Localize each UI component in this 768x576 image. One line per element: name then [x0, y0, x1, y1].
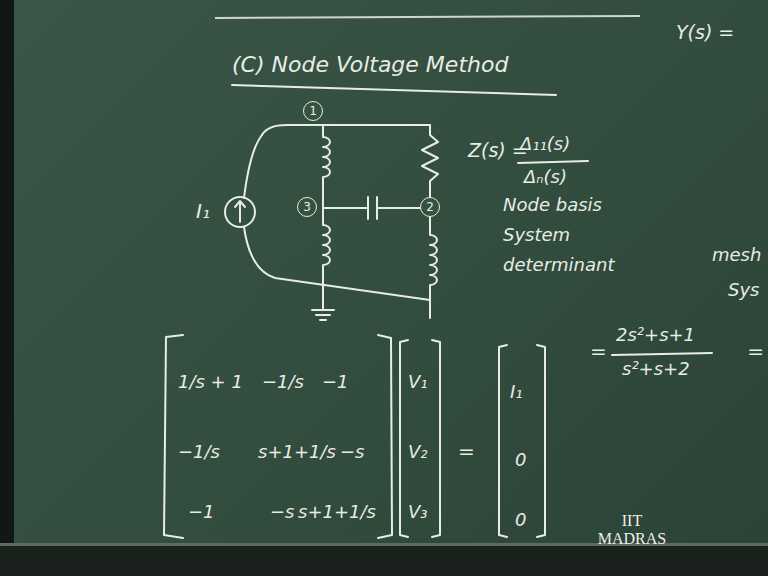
matrix-entry: s+1+1/s [298, 502, 376, 523]
fraction-bar [612, 353, 712, 355]
vector-bracket [400, 340, 408, 537]
vector-bracket [432, 340, 440, 537]
note-text: Node basis [503, 195, 602, 216]
left-wire [244, 135, 262, 198]
vector-entry: I₁ [510, 382, 523, 403]
circuit [164, 85, 712, 538]
watermark: IIT MADRAS [592, 512, 672, 549]
node-number: 2 [426, 201, 434, 213]
bottom-wire [244, 227, 430, 300]
vector-entry: V₃ [408, 502, 428, 523]
note-text: System [503, 225, 570, 246]
current-source [225, 197, 255, 227]
matrix-entry: s+1+1/s [258, 442, 336, 463]
ground-symbol [312, 310, 334, 320]
matrix-entry: −s [340, 442, 364, 463]
node-circle: 3 [297, 197, 317, 217]
denominator: s²+s+2 [622, 359, 690, 380]
matrix-entry: −1/s [262, 372, 304, 393]
title-underline [232, 85, 556, 95]
matrix-bracket [378, 335, 392, 538]
note-text: determinant [503, 255, 614, 276]
vector-bracket [499, 345, 507, 537]
matrix-entry: −1 [322, 372, 349, 393]
equals-sign: = [458, 440, 475, 463]
denominator: Δₙ(s) [524, 167, 567, 188]
matrix-bracket [164, 335, 183, 538]
fraction-bar [518, 161, 588, 163]
matrix-entry: −s [270, 502, 294, 523]
node-circle: 2 [420, 197, 440, 217]
numerator: Δ₁₁(s) [520, 134, 570, 155]
equals-sign: = [590, 340, 607, 363]
note-text: mesh [712, 245, 761, 266]
note-text: Sys [728, 280, 759, 301]
node-circle: 1 [303, 101, 323, 121]
equals-sign: = [747, 340, 764, 363]
vector-entry: 0 [515, 450, 526, 471]
vector-entry: V₂ [408, 442, 428, 463]
vector-entry: V₁ [408, 372, 428, 393]
top-wire [262, 125, 430, 135]
capacitor-symbol [323, 197, 430, 219]
matrix-entry: −1/s [178, 442, 220, 463]
current-label: I₁ [196, 200, 210, 223]
vector-entry: 0 [515, 510, 526, 531]
matrix-entry: 1/s + 1 [178, 372, 243, 393]
heading-text: (C) Node Voltage Method [232, 52, 508, 77]
resistor-inductor-branch [422, 125, 438, 318]
inductor-symbol [323, 125, 330, 310]
matrix-entry: −1 [188, 502, 215, 523]
node-number: 1 [309, 105, 317, 117]
equation-text: Z(s) = [468, 140, 528, 162]
vector-bracket [537, 345, 545, 537]
node-number: 3 [303, 201, 311, 213]
source-arrow [235, 201, 245, 222]
numerator: 2s²+s+1 [616, 325, 695, 346]
equation-text: Y(s) = [676, 22, 734, 44]
